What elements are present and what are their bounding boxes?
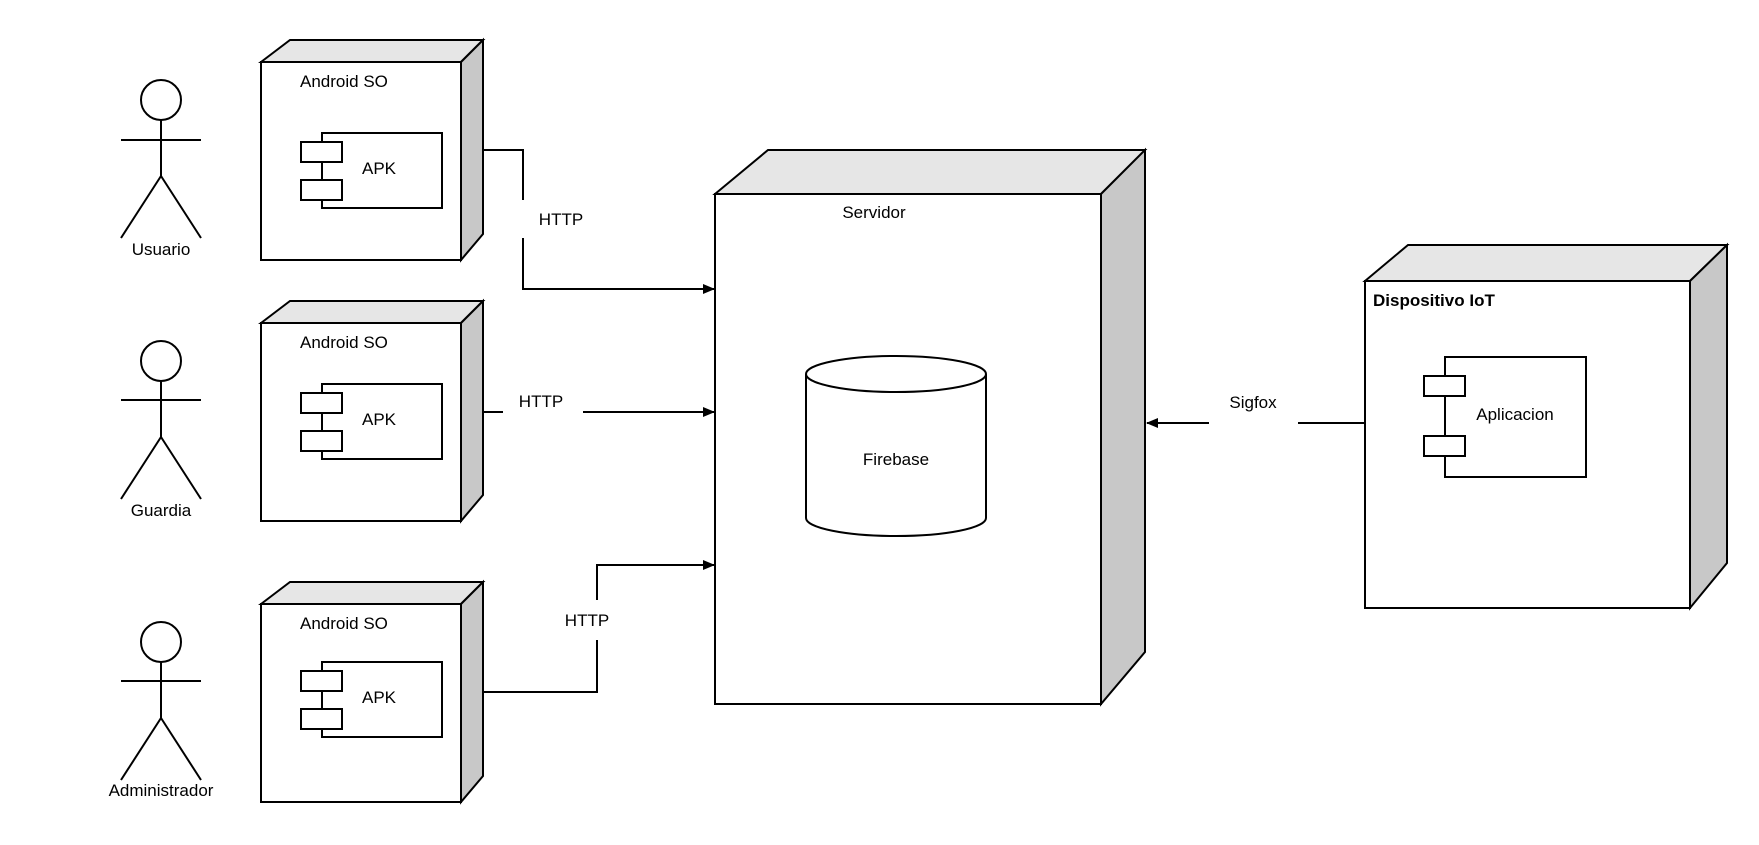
actor-label: Administrador (109, 781, 214, 800)
node-title: Android SO (300, 333, 388, 352)
connector-label: HTTP (565, 611, 609, 630)
server-title: Servidor (842, 203, 906, 222)
connector-label: Sigfox (1229, 393, 1277, 412)
actor-usuario (120, 79, 202, 239)
connector-http-1 (483, 149, 715, 294)
component-label: APK (362, 159, 397, 178)
node-title: Android SO (300, 614, 388, 633)
component-label: Aplicacion (1476, 405, 1554, 424)
actor-administrador (120, 621, 202, 781)
connector-http-3 (483, 560, 715, 693)
android-node-2 (258, 298, 486, 524)
android-node-3 (258, 579, 486, 805)
connector-label: HTTP (539, 210, 583, 229)
database-cylinder-icon (805, 355, 987, 537)
android-node-1 (258, 37, 486, 263)
database-label: Firebase (863, 450, 929, 469)
iot-device-title: Dispositivo IoT (1373, 291, 1495, 310)
connector-label: HTTP (519, 392, 563, 411)
component-label: APK (362, 688, 397, 707)
component-label: APK (362, 410, 397, 429)
actor-label: Guardia (131, 501, 192, 520)
iot-device-node (1362, 242, 1730, 611)
node-title: Android SO (300, 72, 388, 91)
actor-label: Usuario (132, 240, 191, 259)
actor-guardia (120, 340, 202, 500)
